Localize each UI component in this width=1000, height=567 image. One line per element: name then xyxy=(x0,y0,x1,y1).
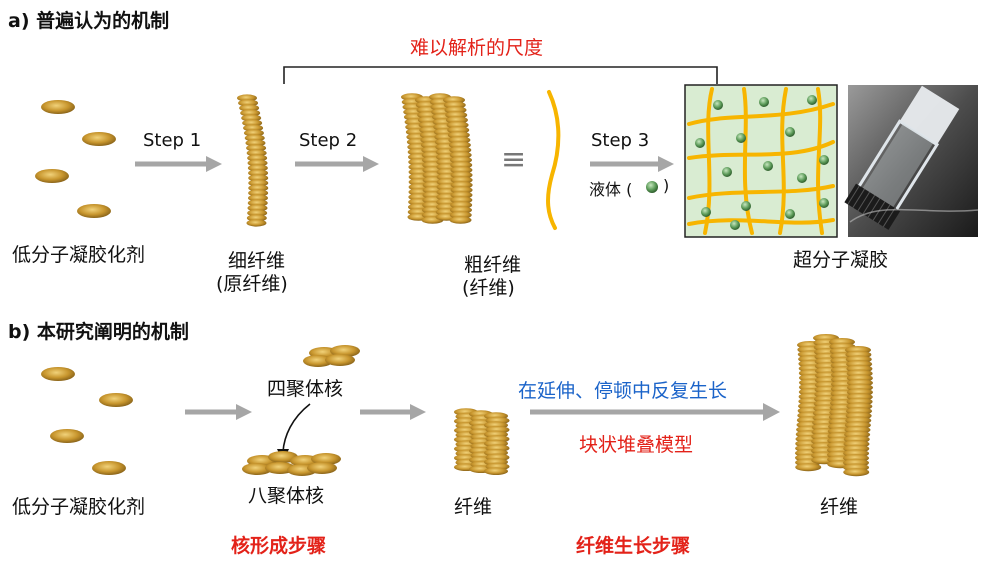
growth-description: 在延伸、停顿中反复生长 xyxy=(518,380,728,402)
liquid-ball xyxy=(713,100,723,110)
short-fiber-stack-graphic xyxy=(454,408,510,476)
scale-note: 难以解析的尺度 xyxy=(410,37,544,59)
disc xyxy=(50,429,84,443)
disc xyxy=(247,154,268,162)
equivalence-sign: ≡ xyxy=(501,142,527,177)
liquid-ball xyxy=(807,95,817,105)
liquid-ball xyxy=(722,167,732,177)
disc xyxy=(99,393,133,407)
liquid-ball xyxy=(701,207,711,217)
step2-arrow xyxy=(295,156,379,172)
thin-fiber-sublabel: (原纤维) xyxy=(216,273,288,295)
gel-network-box xyxy=(684,84,838,238)
disc xyxy=(246,214,267,222)
growth-arrow-short xyxy=(360,404,426,420)
disc xyxy=(77,204,111,218)
fiber-label-tall: 纤维 xyxy=(820,496,859,518)
octamer-core-label: 八聚体核 xyxy=(248,485,325,507)
step1-arrow xyxy=(135,156,222,172)
thick-fiber-graphic xyxy=(401,93,473,224)
disc xyxy=(247,204,268,212)
disc xyxy=(247,199,268,207)
single-fiber-line xyxy=(546,90,561,230)
thick-fiber-label: 粗纤维 xyxy=(464,254,522,276)
disc xyxy=(248,174,269,182)
step1-label: Step 1 xyxy=(143,130,202,151)
disc xyxy=(449,216,472,224)
liquid-ball xyxy=(819,198,829,208)
disc xyxy=(484,467,508,476)
liquid-ball xyxy=(797,173,807,183)
growth-arrow-long xyxy=(530,403,780,421)
octamer-core-graphic xyxy=(242,451,341,476)
liquid-ball-icon xyxy=(646,181,658,193)
disc xyxy=(248,189,269,197)
thin-fiber-graphic xyxy=(237,94,269,227)
liquid-ball xyxy=(759,97,769,107)
disc xyxy=(248,169,269,177)
gelator-label-b: 低分子凝胶化剂 xyxy=(12,496,146,518)
panel-b-gelator-molecules xyxy=(41,367,133,475)
disc xyxy=(247,194,268,202)
thin-fiber-label: 细纤维 xyxy=(228,250,286,272)
tetramer-core-graphic xyxy=(303,345,360,367)
step3-arrow xyxy=(590,156,674,172)
scale-bracket xyxy=(283,66,718,84)
gelator-label-a: 低分子凝胶化剂 xyxy=(12,244,146,266)
disc xyxy=(82,132,116,146)
liquid-ball xyxy=(819,155,829,165)
nucleation-step-label: 核形成步骤 xyxy=(231,535,327,557)
fiber-growth-step-label: 纤维生长步骤 xyxy=(576,535,691,557)
liquid-ball xyxy=(736,133,746,143)
liquid-ball xyxy=(741,201,751,211)
panel-a-gelator-molecules xyxy=(35,100,116,218)
step2-label: Step 2 xyxy=(299,130,358,151)
disc xyxy=(248,179,269,187)
liquid-ball xyxy=(785,127,795,137)
liquid-ball xyxy=(695,138,705,148)
disc xyxy=(843,468,870,477)
panel-b-title: b) 本研究阐明的机制 xyxy=(8,321,189,343)
supramolecular-gel-label: 超分子凝胶 xyxy=(793,249,889,271)
step3-label: Step 3 xyxy=(591,130,650,151)
disc xyxy=(41,367,75,381)
gel-vial-photo xyxy=(844,85,979,237)
liquid-ball xyxy=(730,220,740,230)
panel-a-title: a) 普遍认为的机制 xyxy=(8,10,170,32)
liquid-label: 液体 ( xyxy=(589,180,633,199)
tetramer-core-label: 四聚体核 xyxy=(267,378,344,400)
thick-fiber-sublabel: (纤维) xyxy=(462,277,515,299)
tall-fiber-stack-graphic xyxy=(795,334,873,477)
disc xyxy=(92,461,126,475)
fiber-label-short: 纤维 xyxy=(454,496,493,518)
block-stacking-model: 块状堆叠模型 xyxy=(579,434,694,456)
liquid-ball xyxy=(763,161,773,171)
liquid-ball xyxy=(785,209,795,219)
disc xyxy=(246,219,267,227)
disc xyxy=(41,100,75,114)
disc xyxy=(795,463,822,472)
disc xyxy=(247,164,268,172)
disc xyxy=(247,159,268,167)
nucleation-arrow xyxy=(185,404,252,420)
disc xyxy=(247,209,268,217)
disc xyxy=(35,169,69,183)
liquid-label-close: ) xyxy=(663,176,670,195)
disc xyxy=(248,184,269,192)
